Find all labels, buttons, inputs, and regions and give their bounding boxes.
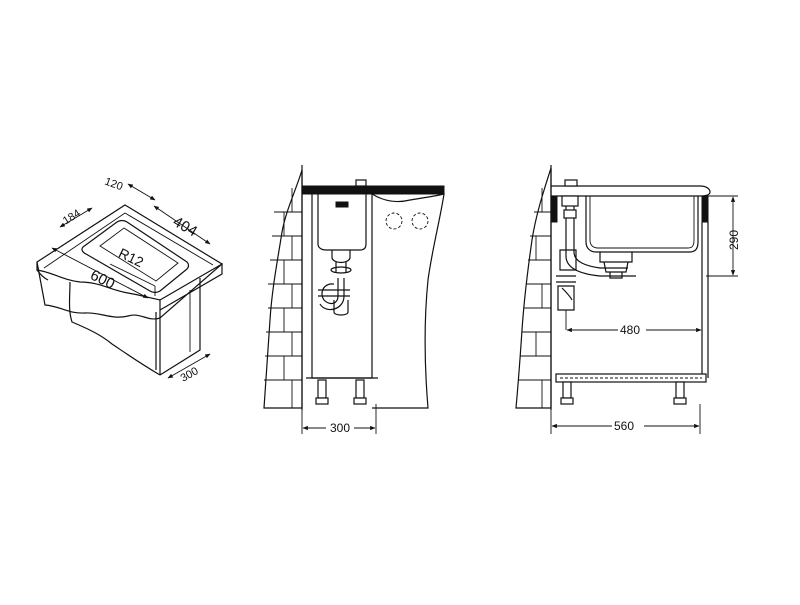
cabinet-legs-side — [315, 379, 367, 405]
dim-120-label: 120 — [103, 176, 124, 194]
cabinet-front — [555, 222, 709, 383]
side-view: 300 — [263, 165, 445, 435]
front-dimensions — [550, 195, 738, 434]
trap-side — [318, 262, 352, 316]
sink-bowl-side — [317, 194, 367, 264]
front-view: 290 480 560 — [515, 165, 741, 434]
dim-560-label: 560 — [614, 419, 634, 433]
tap-base-side — [355, 179, 367, 187]
side-dimension — [301, 404, 377, 434]
countertop-front — [550, 185, 711, 223]
sink-bowl-front — [585, 196, 699, 253]
cabinet-side — [306, 193, 445, 409]
brick-wall-front — [515, 165, 552, 410]
countertop-side — [301, 185, 445, 195]
perspective-dimensions — [51, 183, 211, 379]
cabinet-legs-front — [560, 381, 687, 405]
waste-pipes-front — [556, 195, 636, 330]
dim-300-side-label: 300 — [330, 421, 350, 435]
cabinet-perspective — [68, 278, 201, 376]
tap-base-front — [564, 179, 578, 187]
dim-480-label: 480 — [620, 323, 640, 337]
brick-wall-side — [263, 165, 303, 410]
outlet-left-icon — [385, 212, 403, 230]
dim-290-label: 290 — [727, 230, 741, 250]
perspective-view: 120 184 404 600 R12 300 — [36, 176, 224, 385]
outlet-right-icon — [411, 212, 429, 230]
dim-300-perspective-label: 300 — [179, 365, 201, 385]
